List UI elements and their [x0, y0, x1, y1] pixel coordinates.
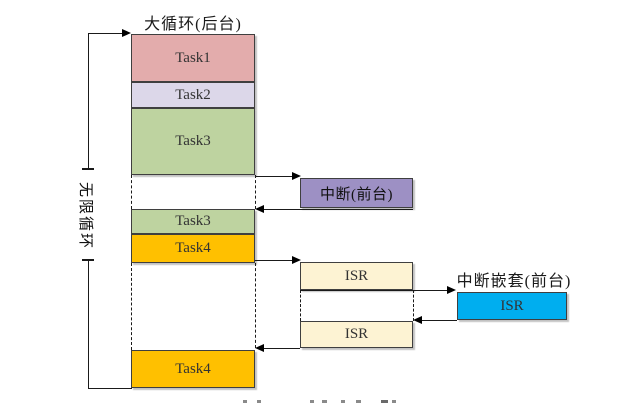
task3-to-interrupt-arrowhead-icon: [292, 172, 301, 180]
loop-label-bottom-tick: [82, 259, 94, 261]
nested-return-line: [416, 320, 457, 321]
isr-gap-left-dashed-line: [300, 290, 301, 321]
loop-label-top-tick: [82, 168, 94, 170]
gap1-left-dashed-line: [131, 175, 132, 209]
task4-box: Task4: [131, 234, 255, 263]
isr-gap-right-dashed-line: [413, 290, 414, 321]
isr-to-nested-arrowhead-icon: [447, 286, 456, 294]
task3-resumed-box: Task3: [131, 209, 255, 234]
loop-top-arrowhead-icon: [122, 29, 131, 37]
task1-label: Task1: [175, 49, 211, 66]
task2-label: Task2: [175, 86, 211, 103]
task2-box: Task2: [131, 82, 255, 108]
task4-resumed-box: Task4: [131, 350, 255, 388]
loop-top-line: [88, 33, 126, 34]
isr-return-arrowhead-icon: [255, 344, 264, 352]
nested-isr-box: ISR: [457, 292, 567, 320]
gap2-right-dashed-line: [255, 263, 256, 348]
task3-label: Task3: [175, 133, 211, 149]
nested-interrupt-title: 中断嵌套(前台): [456, 273, 572, 290]
task3-box: Task3: [131, 108, 255, 175]
isr-second-label: ISR: [344, 326, 369, 342]
isr-to-nested-line: [300, 290, 448, 291]
infinite-loop-label: 无限循环: [77, 181, 93, 250]
interrupt-foreground-box: 中断(前台): [300, 178, 413, 208]
isr-second-box: ISR: [300, 321, 413, 348]
task4-to-isr-line: [255, 260, 295, 261]
gap2-left-dashed-line: [131, 263, 132, 350]
nested-isr-label: ISR: [500, 297, 524, 314]
loop-left-line-upper: [88, 33, 89, 169]
task1-box: Task1: [131, 34, 255, 82]
task4-label: Task4: [175, 240, 211, 256]
task3-resumed-label: Task3: [175, 213, 211, 229]
nested-return-arrowhead-icon: [413, 316, 422, 324]
interrupt-return-arrowhead-icon: [255, 205, 264, 213]
loop-left-line-lower: [88, 261, 89, 388]
loop-bottom-line: [88, 388, 132, 389]
gap1-right-dashed-line: [255, 175, 256, 209]
isr-first-label: ISR: [344, 267, 369, 284]
task3-to-interrupt-line: [255, 176, 295, 177]
isr-return-line: [258, 348, 300, 349]
background-loop-title: 大循环(后台): [144, 16, 242, 33]
task4-resumed-label: Task4: [175, 360, 211, 377]
interrupt-foreground-label: 中断(前台): [320, 186, 393, 203]
task4-to-isr-arrowhead-icon: [292, 256, 301, 264]
isr-first-box: ISR: [300, 262, 413, 290]
interrupt-return-line: [258, 209, 413, 210]
